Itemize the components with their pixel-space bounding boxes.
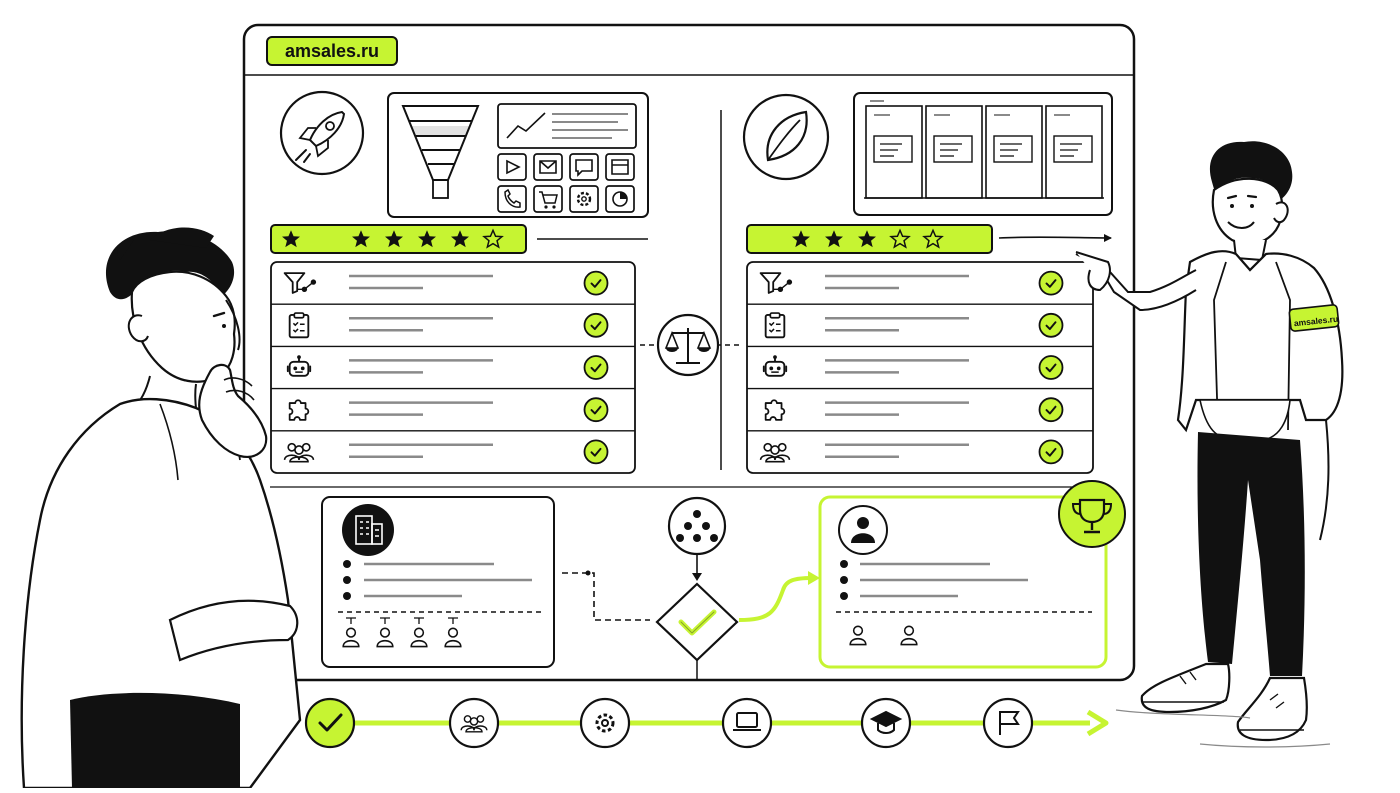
kanban-column	[865, 105, 923, 199]
calendar-icon	[611, 159, 629, 175]
feature-row	[271, 387, 635, 423]
kanban-board	[853, 92, 1113, 216]
feature-row	[747, 345, 1093, 380]
kanban-card	[933, 135, 973, 163]
person-card	[818, 480, 1126, 669]
feature-row	[271, 430, 635, 465]
left-feature-table	[270, 261, 636, 474]
person-icon	[838, 505, 888, 555]
feature-row	[271, 303, 635, 339]
feature-row	[747, 387, 1093, 423]
right-rating-bar	[746, 224, 1112, 254]
check-badge	[1038, 439, 1064, 465]
flag-icon	[999, 711, 1020, 735]
feature-row	[283, 270, 609, 296]
check-badge	[1038, 270, 1064, 296]
check-badge	[583, 270, 609, 296]
right-feature-table	[746, 261, 1094, 474]
kanban-column	[925, 105, 983, 199]
kanban-card	[993, 135, 1033, 163]
check-badge	[1038, 397, 1064, 423]
gear-icon	[595, 713, 615, 733]
play-icon	[506, 159, 521, 175]
timeline-step[interactable]	[448, 697, 500, 749]
timeline-step[interactable]	[579, 697, 631, 749]
phone-icon	[504, 188, 521, 208]
kanban-card	[873, 135, 913, 163]
trophy-icon	[1058, 480, 1126, 548]
kanban-column	[985, 105, 1043, 199]
rocket-icon	[279, 90, 365, 176]
mail-icon	[539, 160, 557, 174]
brand-tag[interactable]: amsales.ru	[266, 36, 398, 66]
company-card	[321, 496, 555, 668]
check-badge	[583, 397, 609, 423]
check-badge	[1038, 312, 1064, 338]
scales-icon	[656, 313, 720, 377]
timeline-step[interactable]	[982, 697, 1034, 749]
graduation-cap-icon	[869, 710, 903, 734]
cart-icon	[539, 191, 558, 204]
crm-dashboard	[387, 92, 649, 218]
thinking-person-illustration	[20, 227, 302, 790]
check-badge	[583, 439, 609, 465]
check-badge	[1038, 355, 1064, 380]
check-badge	[583, 312, 609, 338]
check-badge	[583, 355, 609, 380]
armband-text: amsales.ru	[1293, 313, 1339, 329]
pointing-person-illustration	[1075, 141, 1344, 748]
kanban-card	[1053, 135, 1093, 163]
feature-row	[747, 303, 1093, 339]
org-chart-icon	[667, 496, 727, 556]
feature-row	[759, 270, 1064, 296]
timeline-step[interactable]	[304, 697, 356, 749]
check-icon	[318, 713, 343, 732]
building-icon	[342, 504, 394, 556]
chat-icon	[575, 159, 593, 177]
laptop-icon	[733, 712, 761, 731]
timeline	[304, 697, 1034, 749]
feature-row	[271, 345, 635, 380]
feature-row	[747, 430, 1093, 465]
left-rating-bar	[270, 224, 648, 254]
brand-name: amsales.ru	[284, 40, 380, 61]
dashboard-icon-grid	[497, 153, 635, 213]
kanban-column	[1045, 105, 1103, 199]
timeline-step[interactable]	[860, 697, 912, 749]
timeline-step[interactable]	[721, 697, 773, 749]
leaf-icon	[742, 93, 830, 181]
gear-icon	[576, 191, 592, 207]
